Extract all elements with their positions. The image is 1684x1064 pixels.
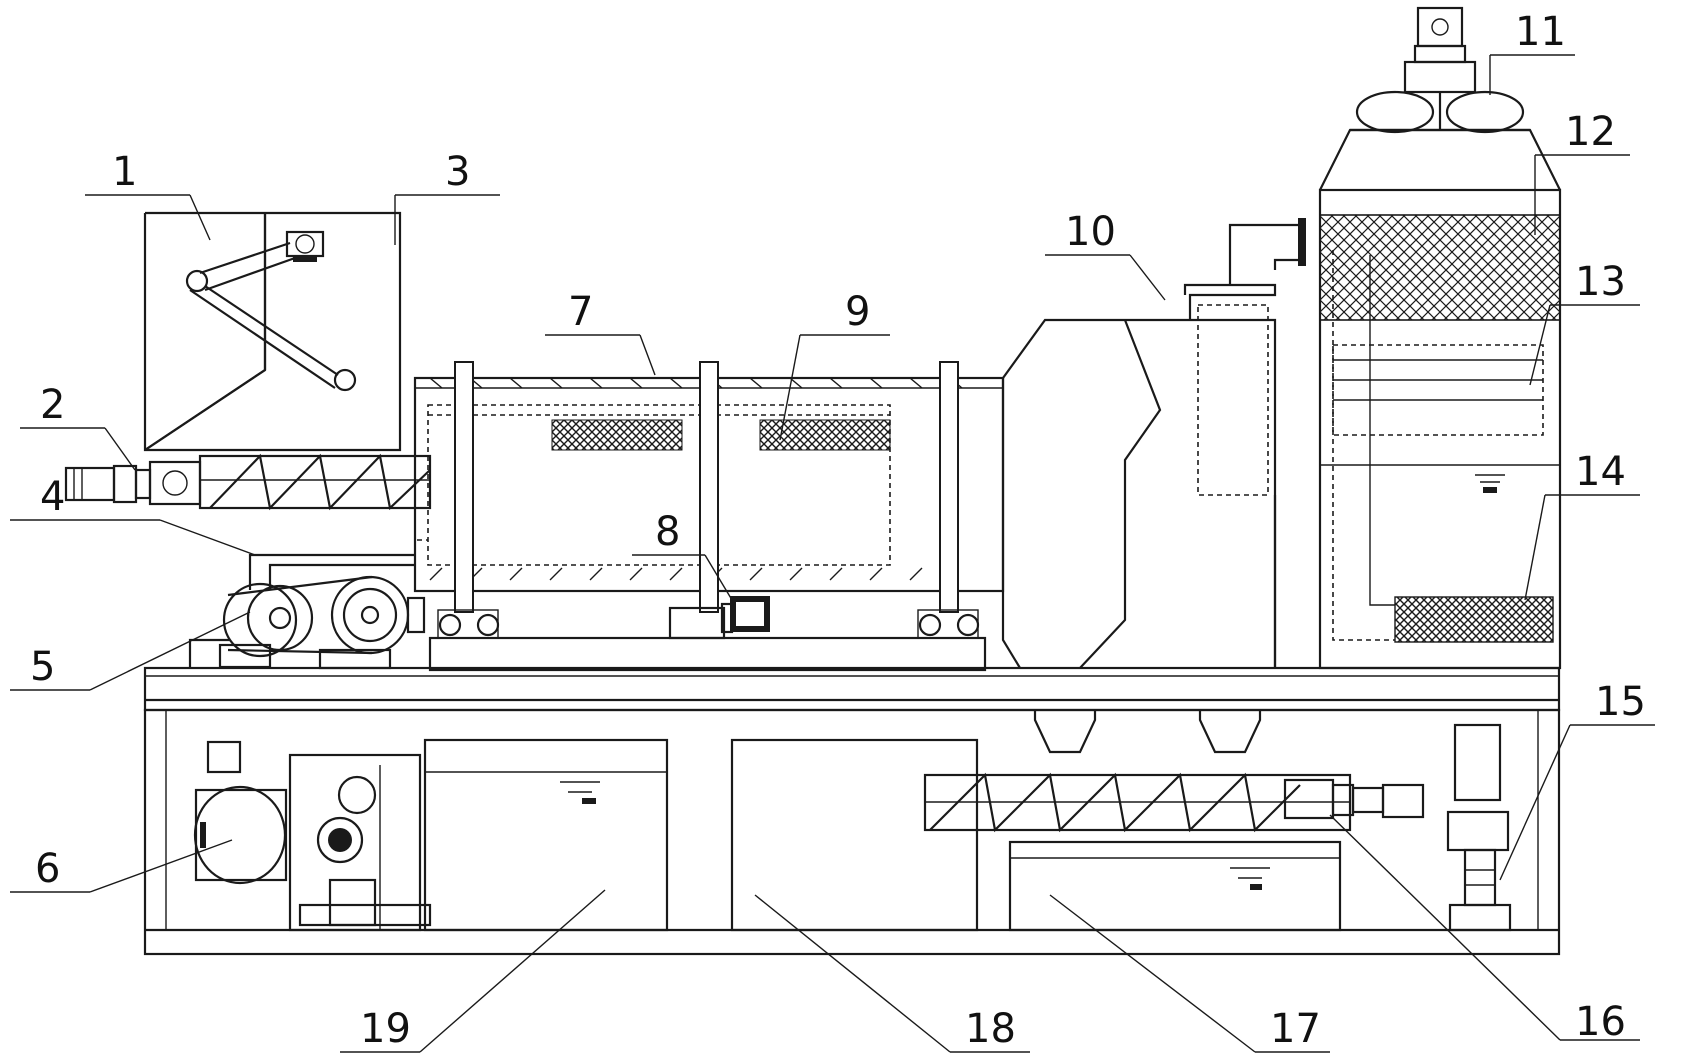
scrubber-tower [1318, 6, 1562, 670]
rotary-drum [413, 361, 1005, 672]
callout-labels: 1 3 2 4 5 6 7 8 9 10 11 12 13 14 15 16 1… [30, 9, 1646, 1052]
label-5: 5 [30, 644, 55, 690]
label-19: 19 [360, 1006, 411, 1052]
discharge-screw-conveyor [923, 710, 1425, 833]
feed-hopper [143, 211, 402, 452]
label-18: 18 [965, 1006, 1016, 1052]
circulation-pump [1446, 723, 1512, 932]
base-frame [143, 666, 1561, 956]
label-16: 16 [1575, 999, 1626, 1045]
label-17: 17 [1270, 1006, 1321, 1052]
label-2: 2 [40, 382, 65, 428]
label-7: 7 [568, 289, 593, 335]
label-4: 4 [40, 474, 65, 520]
label-10: 10 [1065, 209, 1116, 255]
lower-pump-unit [193, 740, 432, 932]
tanks [423, 738, 1342, 932]
label-13: 13 [1575, 259, 1626, 305]
hot-air-blower [188, 470, 428, 670]
label-11: 11 [1515, 9, 1566, 55]
cyclone-separator [1001, 218, 1306, 669]
label-1: 1 [112, 149, 137, 195]
label-12: 12 [1565, 109, 1616, 155]
drum-drive-motor [668, 596, 770, 640]
feed-screw-conveyor [64, 453, 432, 511]
label-2-hopper: 3 [445, 149, 470, 195]
label-6: 6 [35, 846, 60, 892]
label-15: 15 [1595, 679, 1646, 725]
leader-lines [10, 54, 1655, 1053]
label-14: 14 [1575, 449, 1626, 495]
label-8: 8 [655, 509, 680, 555]
label-9: 9 [845, 289, 870, 335]
